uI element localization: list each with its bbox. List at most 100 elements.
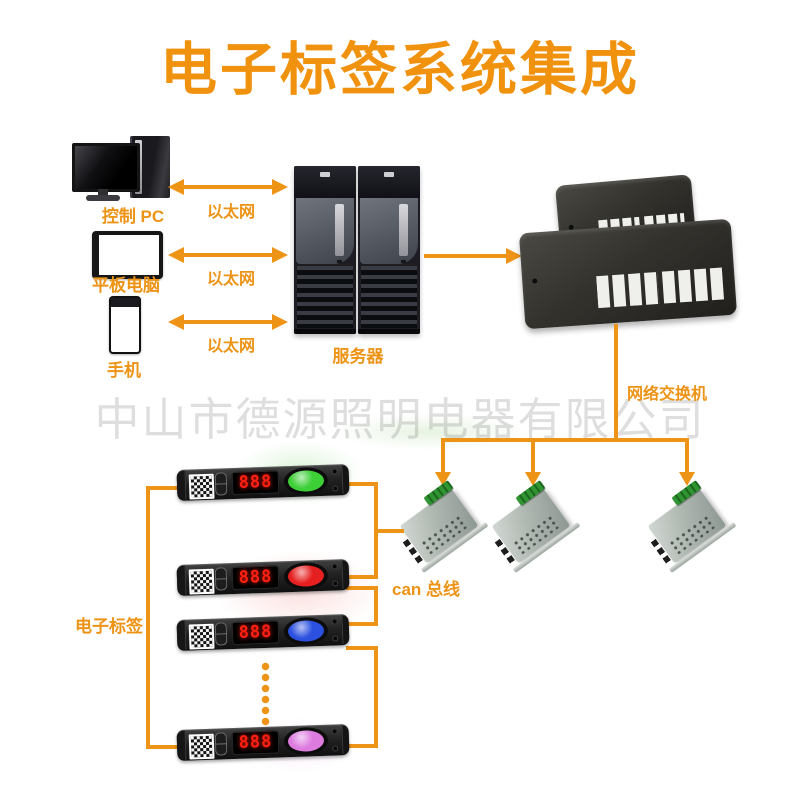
left-bus-line xyxy=(146,486,150,749)
can-bus-label: can 总线 xyxy=(392,580,461,599)
electronic-label-blue: 888 xyxy=(176,614,350,651)
branch-arrow-2 xyxy=(525,440,541,486)
led-display-value: 888 xyxy=(238,566,273,588)
arrow-right-head xyxy=(272,179,288,195)
pick-button-recess xyxy=(283,466,329,496)
label-right-cap xyxy=(341,560,350,590)
qr-code xyxy=(188,568,215,595)
server-cabinet-left xyxy=(294,166,356,334)
phone-top-band xyxy=(111,298,139,307)
ethernet-label-2: 以太网 xyxy=(206,271,255,288)
screw-icon xyxy=(333,636,338,641)
label-side-button xyxy=(214,732,228,756)
qr-code xyxy=(188,623,215,650)
bracket3-stub-top xyxy=(346,646,378,650)
network-switch-label: 网络交换机 xyxy=(627,386,708,403)
pc-monitor-base xyxy=(86,195,120,201)
arrow-left-head xyxy=(168,247,184,263)
label-side-button xyxy=(214,472,228,496)
screw-icon xyxy=(333,746,338,751)
ethernet-arrow-pc xyxy=(168,179,288,195)
bracket3-stub-bottom xyxy=(346,744,378,748)
branch-bus-line xyxy=(441,438,689,442)
led-display: 888 xyxy=(231,470,280,496)
vent-holes xyxy=(421,515,468,555)
client-label-tablet: 平板电脑 xyxy=(92,276,160,295)
client-label-phone: 手机 xyxy=(107,361,141,380)
page-title: 电子标签系统集成 xyxy=(160,38,640,102)
led-display: 888 xyxy=(231,730,280,756)
can-module-3 xyxy=(642,480,737,573)
led-display-value: 888 xyxy=(238,471,273,493)
screw-icon xyxy=(333,486,338,491)
label-right-cap xyxy=(341,465,350,495)
module-body xyxy=(399,480,489,573)
screw-icon xyxy=(332,619,337,624)
arrow-right-head xyxy=(272,314,288,330)
server-cabinet-right xyxy=(358,166,420,334)
button-gloss xyxy=(287,564,325,588)
pick-button-blue xyxy=(287,619,325,643)
switch-ports xyxy=(596,267,725,309)
phone-icon xyxy=(109,296,141,354)
branch-arrow-3 xyxy=(679,440,695,486)
qr-code xyxy=(188,473,215,500)
ethernet-arrow-tablet xyxy=(168,247,288,263)
button-gloss xyxy=(287,469,325,493)
led-display-value: 888 xyxy=(238,731,273,753)
switch-unit-bottom xyxy=(518,218,738,330)
screw-icon xyxy=(333,581,338,586)
continuation-dots xyxy=(261,662,270,726)
vent-holes xyxy=(513,515,560,555)
button-gloss xyxy=(287,619,325,643)
pc-monitor-stand xyxy=(98,189,108,196)
electronic-label-pink: 888 xyxy=(176,724,350,761)
tablet-icon xyxy=(92,231,163,279)
server-icon xyxy=(294,166,422,338)
branch-arrow-1 xyxy=(435,440,451,486)
left-bus-stub-top xyxy=(146,486,179,490)
bracket2-stub-top xyxy=(346,586,378,590)
screw-icon xyxy=(332,469,337,474)
bracket1-stub-top xyxy=(346,482,378,486)
qr-code xyxy=(188,733,215,760)
watermark-text: 中山市德源照明电器有限公司 xyxy=(94,394,706,445)
pick-button-red xyxy=(287,564,325,588)
bracket1-stub-bottom xyxy=(346,575,378,579)
switch-drop-line xyxy=(614,324,618,440)
electronic-labels-group-label: 电子标签 xyxy=(75,617,143,636)
led-display-value: 888 xyxy=(238,621,273,643)
ethernet-label-1: 以太网 xyxy=(206,204,255,221)
led-display: 888 xyxy=(231,565,280,591)
label-right-cap xyxy=(341,615,350,645)
vent-holes xyxy=(669,515,716,555)
client-label-pc: 控制 PC xyxy=(101,207,165,226)
bracket2-stub-bottom xyxy=(346,622,378,626)
button-gloss xyxy=(287,729,325,753)
arrow-left-head xyxy=(168,314,184,330)
screw-icon xyxy=(332,729,337,734)
bracket3-vertical xyxy=(374,646,378,748)
network-switch-icon xyxy=(518,174,738,330)
pick-button-green xyxy=(287,469,325,493)
desktop-pc-icon xyxy=(72,136,174,202)
pick-button-pink xyxy=(287,729,325,753)
server-label: 服务器 xyxy=(332,347,384,366)
ethernet-arrow-phone xyxy=(168,314,288,330)
electronic-label-red: 888 xyxy=(176,559,350,596)
label-side-button xyxy=(214,622,228,646)
can-module-1 xyxy=(394,480,489,573)
led-display: 888 xyxy=(231,620,280,646)
arrow-right-head xyxy=(506,248,522,264)
label-left-cap xyxy=(176,730,187,760)
ethernet-label-3: 以太网 xyxy=(206,338,255,355)
module-body xyxy=(647,480,737,573)
module-body xyxy=(491,480,581,573)
electronic-label-green: 888 xyxy=(176,464,350,501)
label-left-cap xyxy=(176,470,187,500)
bracket2-vertical xyxy=(374,586,378,626)
left-bus-stub-bottom xyxy=(146,745,179,749)
label-right-cap xyxy=(341,725,350,755)
label-side-button xyxy=(214,567,228,591)
